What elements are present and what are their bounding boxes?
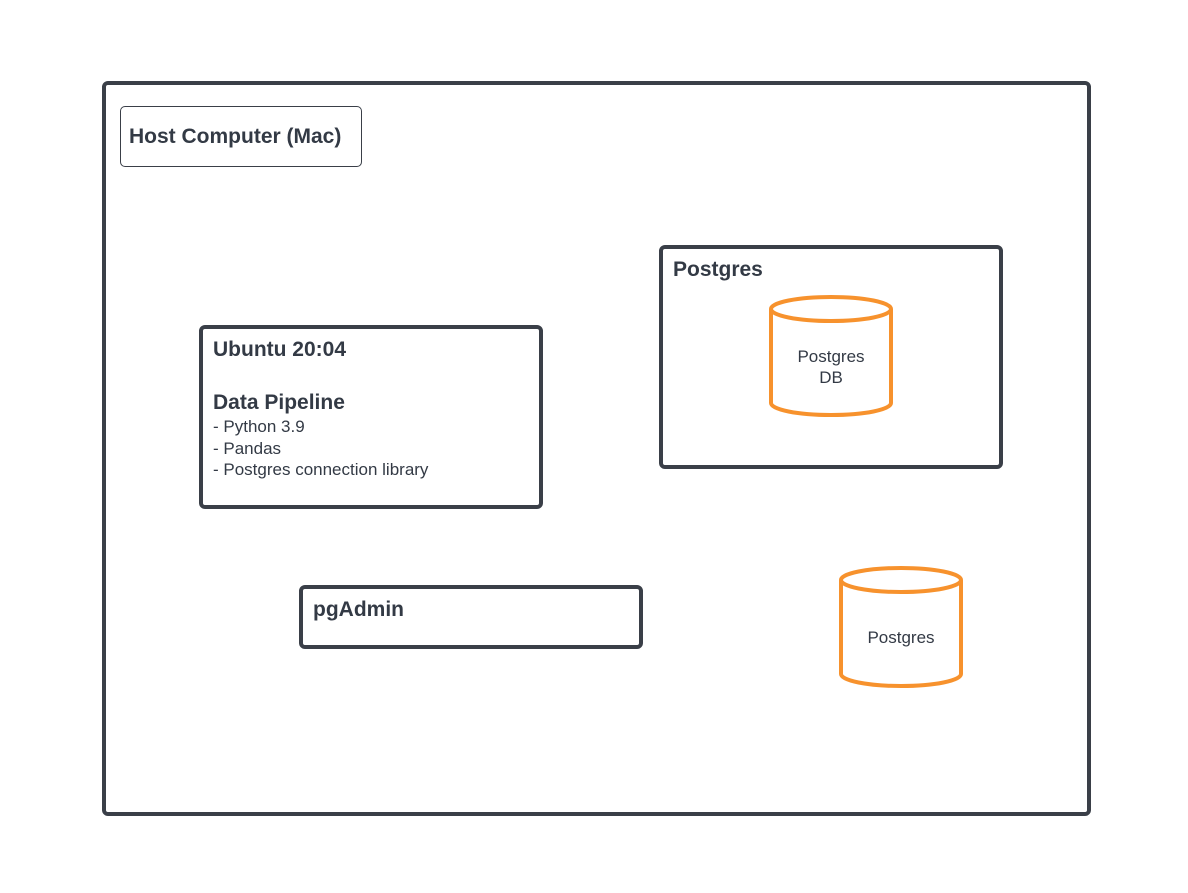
pgadmin-container [299,585,643,649]
postgres-standalone-label: Postgres [867,628,935,647]
host-computer-label: Host Computer (Mac) [120,106,362,167]
list-item: - Pandas [213,438,282,458]
postgres-db-label-line2: DB [819,368,843,387]
postgres-db-label-line1: Postgres [797,347,865,366]
postgres-db-label: Postgres DB [766,346,896,388]
ubuntu-container [199,325,543,509]
data-pipeline-title: Data Pipeline [213,391,345,414]
postgres-cylinder-icon [839,566,963,688]
list-item: - Python 3.9 [213,417,305,436]
postgres-db-cylinder-icon [769,295,893,417]
host-computer-label-text: Host Computer (Mac) [129,124,342,148]
pgadmin-title: pgAdmin [313,598,404,621]
data-pipeline-list: - Python 3.9 - Pandas - Postgres connect… [213,416,428,481]
ubuntu-title: Ubuntu 20:04 [213,338,347,361]
postgres-container-title: Postgres [673,258,763,281]
list-item: - Postgres connection library [213,460,429,479]
